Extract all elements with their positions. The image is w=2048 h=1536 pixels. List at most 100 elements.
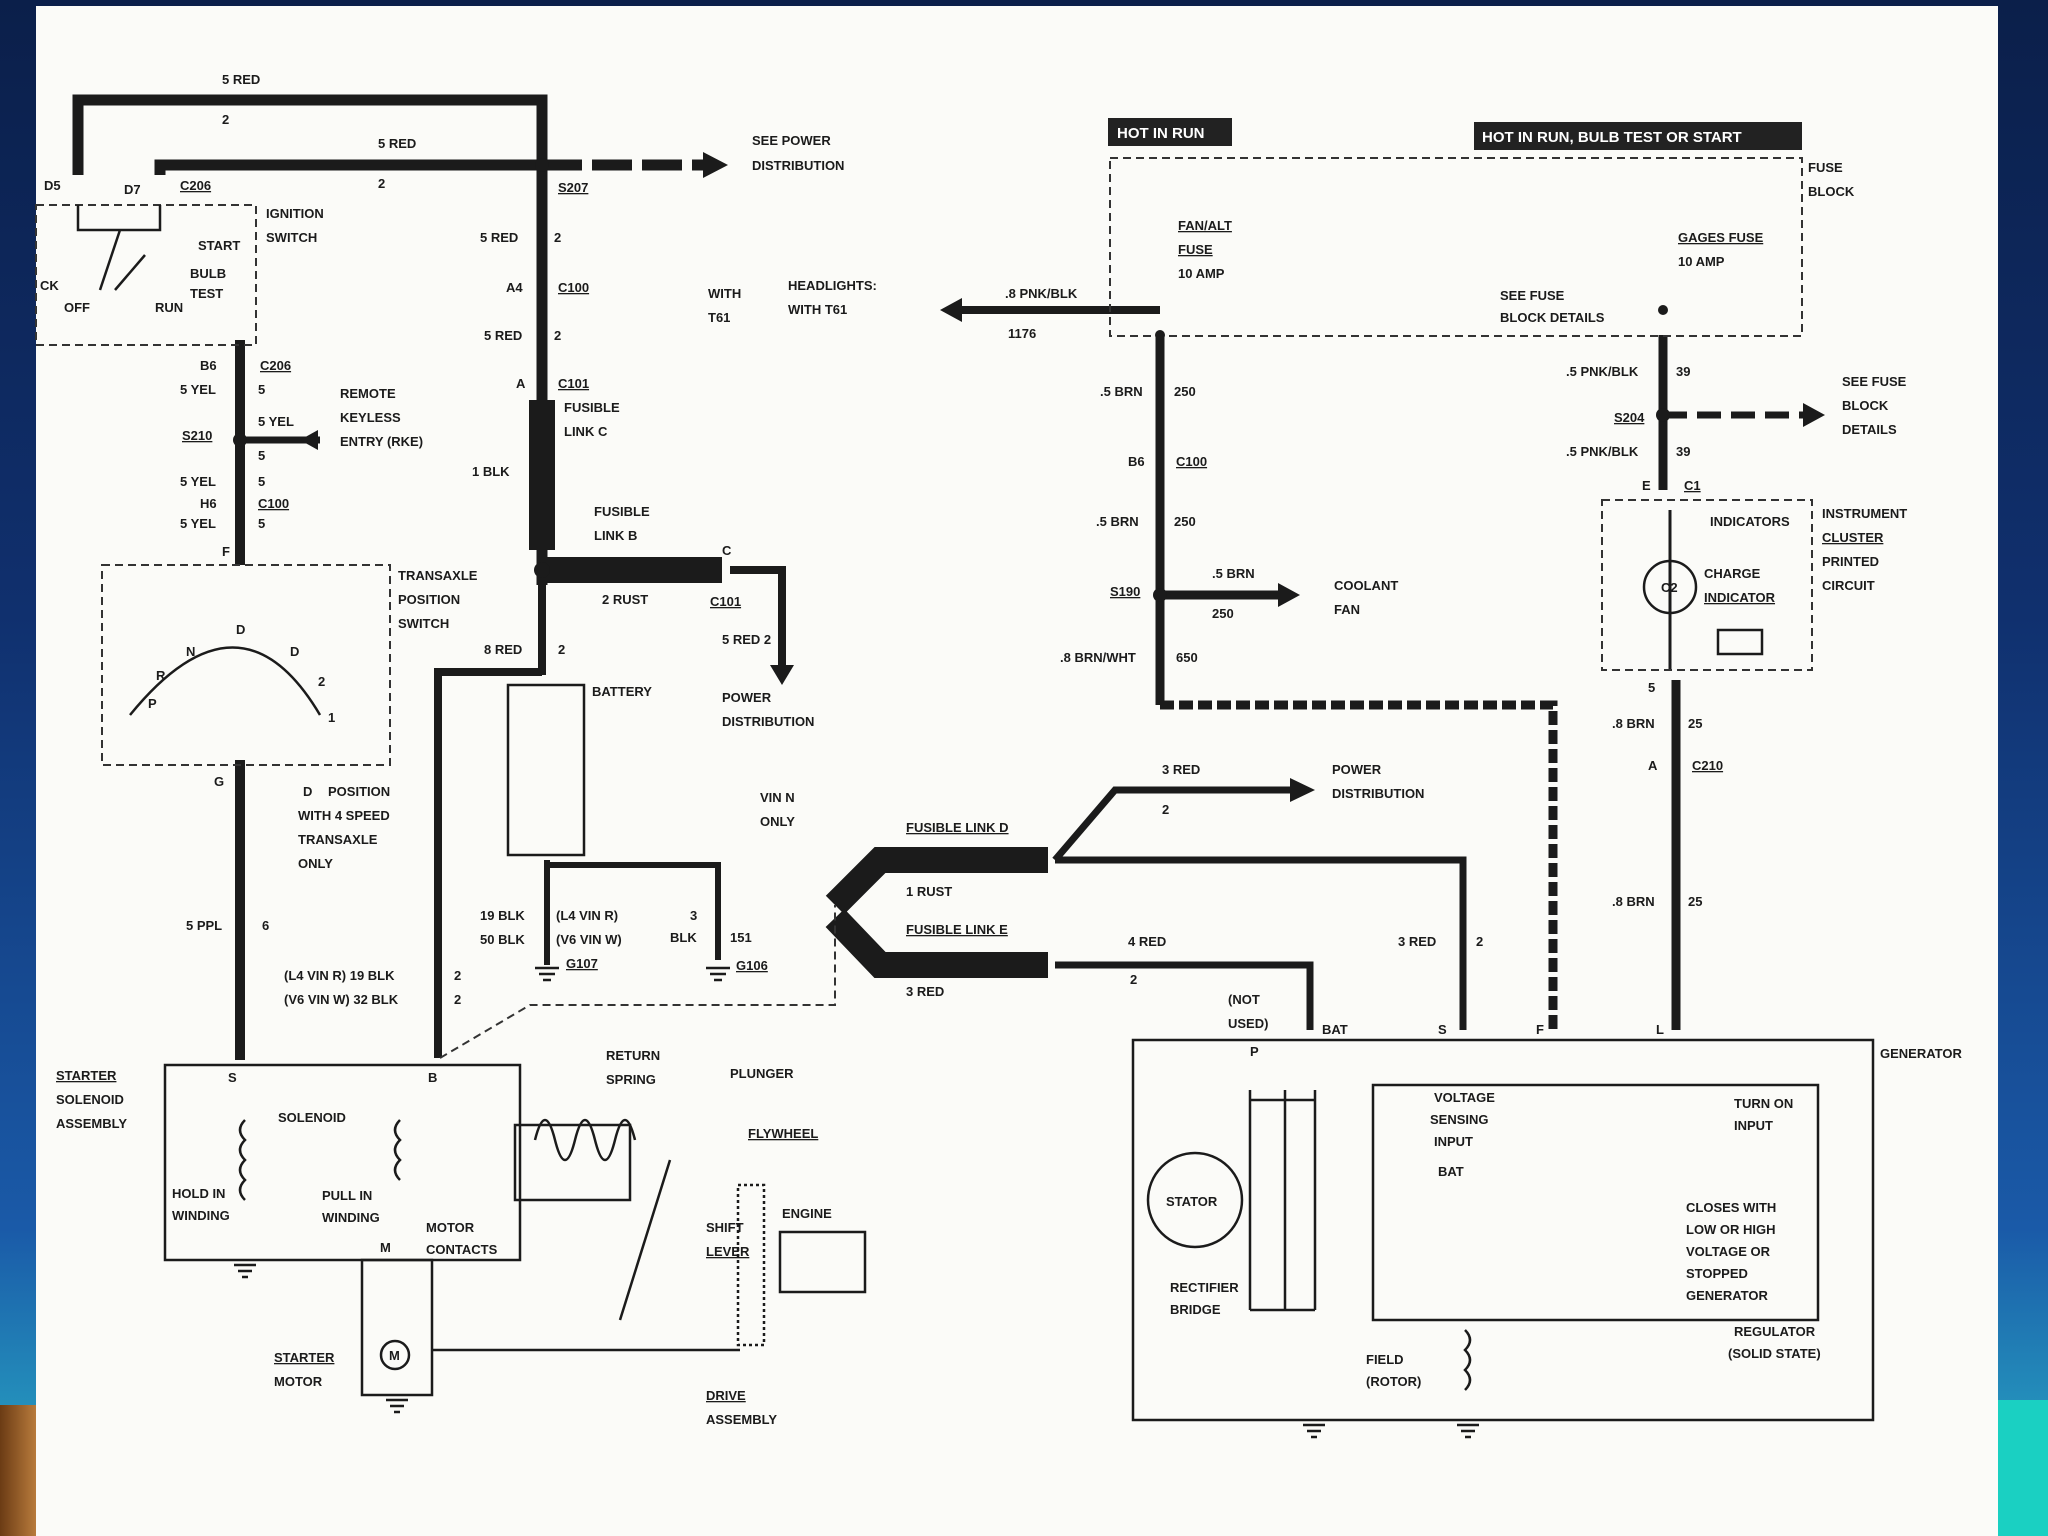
ground-generator-a (1303, 1423, 1325, 1439)
label-stator: STATOR (1166, 1194, 1218, 1209)
label-25-b: 25 (1688, 894, 1702, 909)
slide-corner-right (1998, 1400, 2048, 1536)
label-regulator-2: (SOLID STATE) (1728, 1346, 1821, 1361)
wire-fusible-link-d (825, 847, 1048, 915)
label-ck: CK (40, 278, 59, 293)
label-rust-1: 1 RUST (906, 884, 952, 899)
wire-3-red-power (1052, 786, 1295, 863)
arrow-see-power (703, 152, 728, 178)
label-d5: D5 (44, 178, 61, 193)
shift-lever (618, 1159, 672, 1321)
label-pull-2: WINDING (322, 1210, 380, 1225)
label-c210: C210 (1692, 758, 1723, 773)
label-prndl-p: P (148, 696, 157, 711)
field-coil (1463, 1329, 1472, 1391)
label-v6-32blk: (V6 VIN W) 32 BLK (284, 992, 399, 1007)
label-shift-2: LEVER (706, 1244, 750, 1259)
label-turn-on-1: TURN ON (1734, 1096, 1793, 1111)
header-tags: HOT IN RUN HOT IN RUN, BULB TEST OR STAR… (1108, 118, 1802, 150)
label-yel-4: 5 YEL (180, 516, 216, 531)
label-c2: C2 (1661, 580, 1678, 595)
label-num-2-f: 2 (454, 968, 461, 983)
label-inst-4: CIRCUIT (1822, 578, 1875, 593)
splice-s190 (1153, 588, 1167, 602)
label-g-pin: G (214, 774, 224, 789)
label-250-a: 250 (1174, 384, 1196, 399)
label-brn-25-b: .8 BRN (1612, 894, 1655, 909)
label-s204: S204 (1614, 410, 1645, 425)
label-num-5-a: 5 (258, 382, 265, 397)
label-g106: G106 (736, 958, 768, 973)
label-see-power-2: DISTRIBUTION (752, 158, 844, 173)
label-pnk-blk-39b: .5 PNK/BLK (1566, 444, 1639, 459)
label-brn-25-a: .8 BRN (1612, 716, 1655, 731)
label-fusible-d: FUSIBLE LINK D (906, 820, 1009, 835)
label-headlights-2: WITH T61 (788, 302, 847, 317)
label-m-motor: M (389, 1348, 400, 1363)
label-d7: D7 (124, 182, 141, 197)
label-field-2: (ROTOR) (1366, 1374, 1421, 1389)
ground-generator-b (1457, 1423, 1479, 1439)
wire-5-red-s207 (154, 159, 542, 175)
label-test: TEST (190, 286, 223, 301)
label-prndl-n: N (186, 644, 195, 659)
tag-hot-run-bulb-bg (1474, 122, 1802, 150)
label-fan-alt-1: FAN/ALT (1178, 218, 1232, 233)
label-yel-3: 5 YEL (180, 474, 216, 489)
label-num-2-b: 2 (378, 176, 385, 191)
starter-motor-box (360, 1258, 434, 1397)
label-red-8: 8 RED (484, 642, 522, 657)
arrow-headlights (940, 298, 962, 322)
label-headlights-1: HEADLIGHTS: (788, 278, 877, 293)
label-shift-1: SHIFT (706, 1220, 744, 1235)
enclosures (35, 157, 1813, 1059)
wire-blk-g106 (547, 862, 721, 960)
label-inst-1: INSTRUMENT (1822, 506, 1907, 521)
transaxle-switch-box (101, 564, 391, 766)
label-s207: S207 (558, 180, 588, 195)
wire-3-red-gen-s (1055, 856, 1467, 1030)
label-not-used-1: (NOT (1228, 992, 1260, 1007)
label-red-top-b: 5 RED (378, 136, 416, 151)
ground-starter-motor (386, 1398, 408, 1414)
label-flywheel: FLYWHEEL (748, 1126, 818, 1141)
label-f-pin2: F (1536, 1022, 1544, 1037)
label-l-pin: L (1656, 1022, 1664, 1037)
label-red-3-c: 3 RED (906, 984, 944, 999)
label-pnk-blk-39a: .5 PNK/BLK (1566, 364, 1639, 379)
label-b-term: B (428, 1070, 437, 1085)
label-prndl-circle: D (236, 622, 245, 637)
wire-8-red-starter (434, 668, 542, 1058)
label-f-pin: F (222, 544, 230, 559)
label-coolant-1: COOLANT (1334, 578, 1398, 593)
label-see-fuse-b-3: DETAILS (1842, 422, 1897, 437)
label-fusible-c-1: FUSIBLE (564, 400, 620, 415)
label-yel-1: 5 YEL (180, 382, 216, 397)
label-pos-1: POSITION (328, 784, 390, 799)
label-a-c210: A (1648, 758, 1658, 773)
label-250-b: 250 (1174, 514, 1196, 529)
label-red-mid2: 5 RED (484, 328, 522, 343)
label-blk-word: BLK (670, 930, 697, 945)
label-drive-2: ASSEMBLY (706, 1412, 777, 1427)
label-ignition-1: IGNITION (266, 206, 324, 221)
label-250-c: 250 (1212, 606, 1234, 621)
label-c206-top: C206 (180, 178, 211, 193)
label-closes-4: STOPPED (1686, 1266, 1748, 1281)
arrow-power-dist-d (1290, 778, 1315, 802)
label-pos-4: ONLY (298, 856, 333, 871)
label-closes-2: LOW OR HIGH (1686, 1222, 1776, 1237)
label-brn-wht: .8 BRN/WHT (1060, 650, 1136, 665)
label-start: START (198, 238, 240, 253)
label-pull-1: PULL IN (322, 1188, 372, 1203)
label-151: 151 (730, 930, 752, 945)
label-blk-50: 50 BLK (480, 932, 525, 947)
label-num-5-b: 5 (258, 448, 265, 463)
regulator-box (1371, 1083, 1820, 1322)
label-c100-a: C100 (558, 280, 589, 295)
ignition-switch-contacts (76, 205, 162, 291)
label-gages-1: GAGES FUSE (1678, 230, 1764, 245)
label-rke-1: REMOTE (340, 386, 396, 401)
label-plunger: PLUNGER (730, 1066, 794, 1081)
